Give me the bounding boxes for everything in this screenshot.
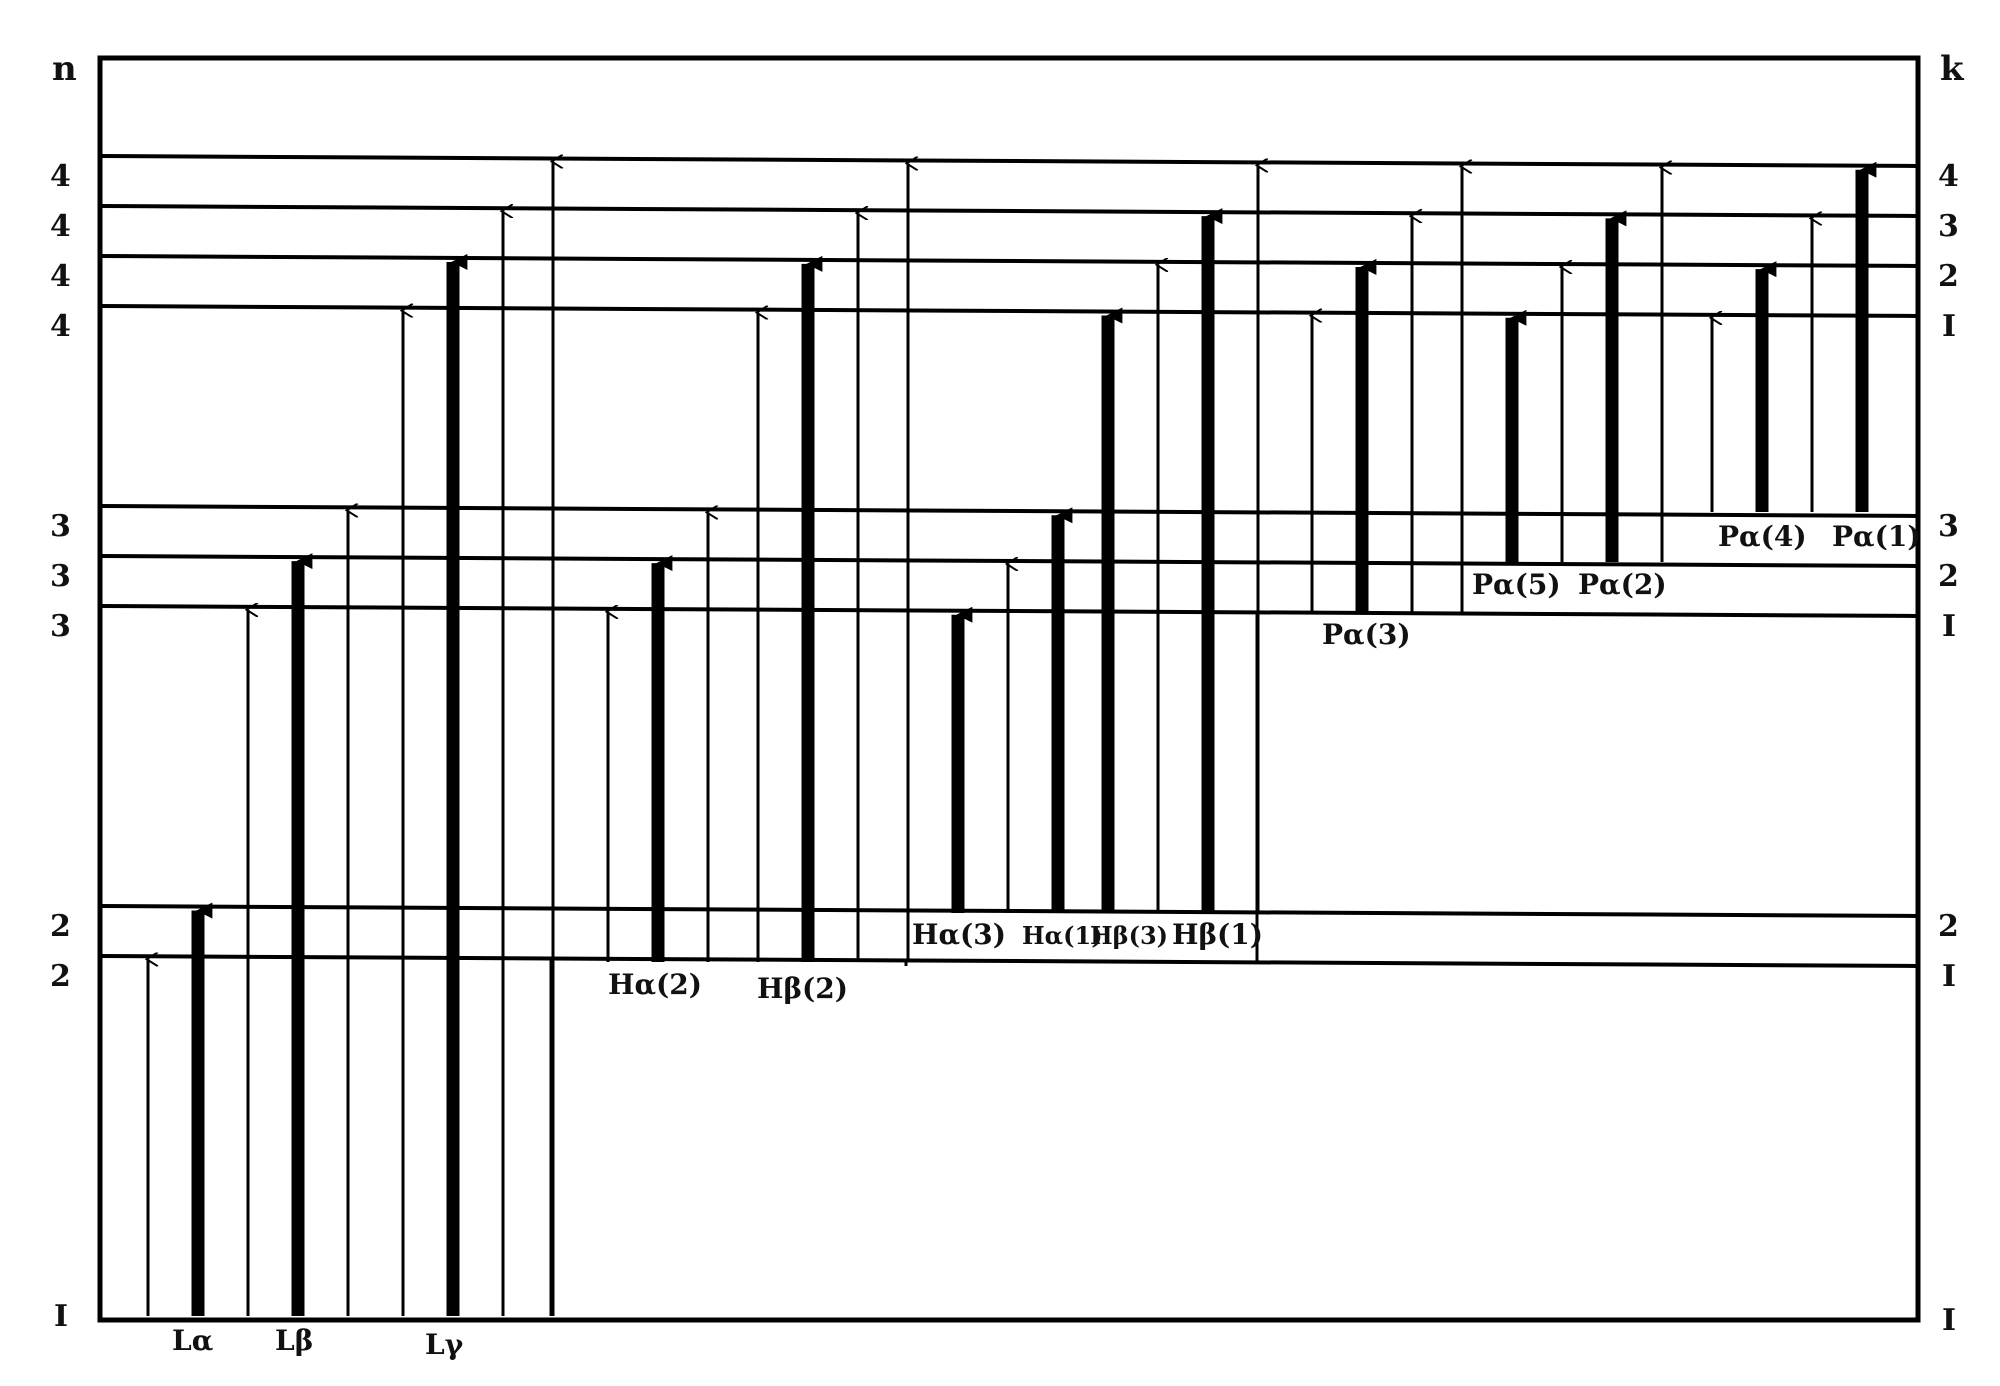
right-tick: I (1942, 1303, 1956, 1338)
left-tick: 4 (50, 309, 71, 344)
left-tick: 4 (50, 159, 71, 194)
left-tick: 2 (50, 909, 71, 944)
left-tick: 3 (50, 609, 71, 644)
level-n4-k3 (99, 204, 1919, 218)
label-p-alpha-2: Pα(2) (1578, 568, 1667, 601)
level-n2-k1 (99, 954, 1919, 968)
right-tick: 3 (1938, 509, 1959, 544)
left-ticks: 4 4 4 4 3 3 3 2 2 I (50, 159, 71, 1334)
right-tick: I (1942, 309, 1956, 344)
right-tick: 4 (1938, 159, 1959, 194)
diagram-frame (97, 55, 1921, 1323)
right-tick: I (1942, 959, 1956, 994)
level-n4-k4 (99, 154, 1919, 168)
label-l-gamma: Lγ (425, 1328, 464, 1361)
label-p-alpha-4: Pα(4) (1718, 520, 1807, 553)
label-p-alpha-3: Pα(3) (1322, 618, 1411, 651)
right-ticks: 4 3 2 I 3 2 I 2 I I (1938, 159, 1959, 1338)
right-tick: I (1942, 609, 1956, 644)
label-p-alpha-5: Pα(5) (1472, 568, 1561, 601)
label-h-beta-1: Hβ(1) (1172, 918, 1263, 951)
label-h-beta-2: Hβ(2) (757, 972, 848, 1005)
transition-arrows (148, 161, 1877, 1316)
label-l-alpha: Lα (172, 1324, 213, 1357)
left-tick: 2 (50, 959, 71, 994)
left-tick: 3 (50, 559, 71, 594)
label-h-alpha-1: Hα(1) (1022, 921, 1103, 950)
left-tick: 4 (50, 259, 71, 294)
label-h-alpha-2: Hα(2) (608, 968, 702, 1001)
right-tick: 2 (1938, 559, 1959, 594)
right-tick: 3 (1938, 209, 1959, 244)
level-n3-k3 (99, 504, 1919, 518)
left-axis-title: n (52, 49, 77, 89)
left-tick: I (54, 1299, 68, 1334)
right-axis-title: k (1940, 49, 1965, 89)
label-h-beta-3: Hβ(3) (1090, 921, 1168, 950)
label-l-beta: Lβ (275, 1324, 313, 1357)
level-n4-k1 (99, 304, 1919, 318)
right-tick: 2 (1938, 909, 1959, 944)
right-tick: 2 (1938, 259, 1959, 294)
left-tick: 4 (50, 209, 71, 244)
transition-labels: Lα Lβ Lγ Hα(2) Hβ(2) Hα(3) Hα(1) Hβ(3) H… (172, 520, 1921, 1361)
left-tick: 3 (50, 509, 71, 544)
level-n4-k2 (99, 254, 1919, 268)
label-h-alpha-3: Hα(3) (912, 918, 1006, 951)
label-p-alpha-1: Pα(1) (1832, 520, 1921, 553)
